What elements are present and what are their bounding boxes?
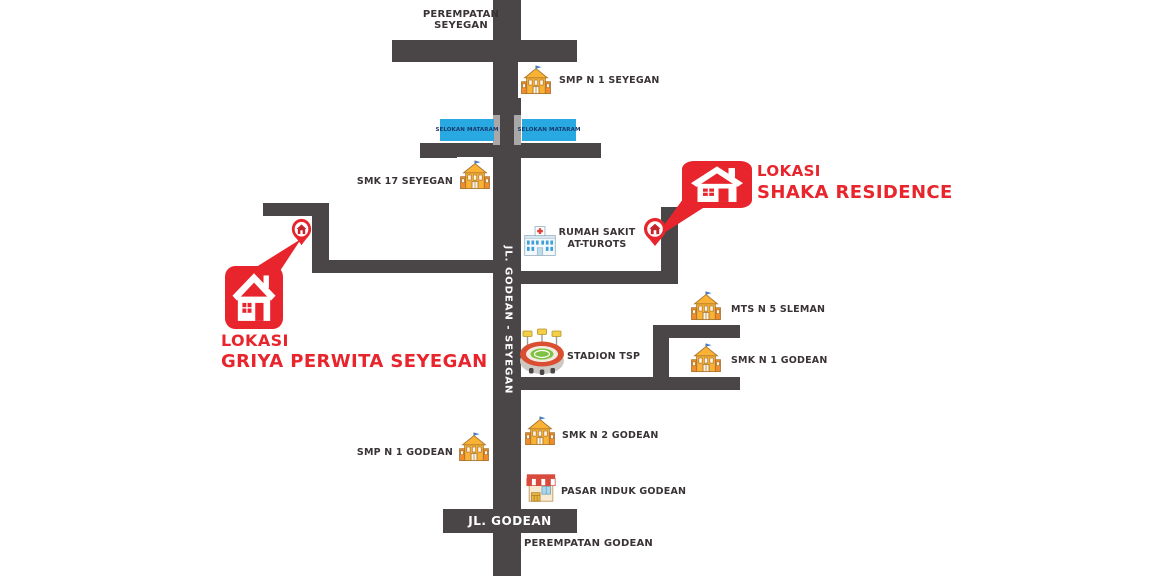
perempatan-seyegan-label: PEREMPATAN SEYEGAN	[422, 9, 500, 31]
landmark-smk-n-1-godean	[688, 340, 724, 376]
road-right-vertical-stub	[653, 325, 669, 390]
landmark-stadion-tsp-label: STADION TSP	[567, 351, 641, 362]
selokan-mataram-left-label: SELOKAN MATARAM	[435, 127, 499, 133]
landmark-smk-n-2-godean	[521, 412, 559, 450]
road-selokan-crossing	[420, 143, 601, 158]
jl-godean-label: JL. GODEAN	[468, 514, 552, 528]
stadium-icon	[518, 328, 566, 378]
school-icon	[458, 158, 492, 192]
landmark-smk-17-seyegan-label: SMK 17 SEYEGAN	[356, 176, 453, 187]
griya-house-pin-icon	[291, 218, 312, 246]
store-icon	[524, 470, 558, 506]
road-right-middle-stub	[653, 325, 740, 338]
bridge-mark-left	[493, 115, 500, 145]
landmark-smp-n-1-seyegan-label: SMP N 1 SEYEGAN	[559, 75, 660, 86]
landmark-pasar-induk-godean-label: PASAR INDUK GODEAN	[561, 486, 687, 497]
griya-lokasi-tag: LOKASI	[221, 331, 289, 350]
shaka-lokasi-tag: LOKASI	[757, 162, 821, 180]
hospital-icon	[522, 223, 558, 259]
school-icon	[457, 430, 491, 464]
landmark-mts-n-5-sleman-label: MTS N 5 SLEMAN	[731, 304, 826, 315]
selokan-mataram-left: SELOKAN MATARAM	[435, 119, 498, 141]
school-icon	[689, 289, 723, 323]
jl-godean-seyegan-label: JL. GODEAN - SEYEGAN	[502, 245, 514, 395]
bridge-mark-right	[514, 115, 521, 145]
road-griya-loop-bottom	[312, 260, 508, 273]
griya-house-bubble-icon	[225, 266, 283, 329]
school-icon	[689, 341, 723, 375]
road-right-bottom	[516, 377, 740, 390]
landmark-mts-n-5-sleman	[688, 288, 724, 324]
landmark-rumah-sakit-label: RUMAH SAKIT AT-TUROTS	[558, 227, 636, 250]
landmark-smp-n-1-godean	[456, 429, 492, 465]
road-griya-loop-vertical	[312, 203, 329, 273]
perempatan-godean-label: PEREMPATAN GODEAN	[524, 538, 654, 549]
selokan-mataram-right: SELOKAN MATARAM	[517, 119, 580, 141]
shaka-residence-name: SHAKA RESIDENCE	[757, 182, 953, 203]
landmark-smk-17-seyegan	[457, 157, 493, 193]
shaka-house-bubble-icon	[682, 161, 752, 208]
road-shaka-loop-bottom	[516, 271, 678, 284]
road-main-vertical	[493, 0, 521, 576]
griya-perwita-name: GRIYA PERWITA SEYEGAN	[221, 351, 488, 372]
shaka-house-pin-icon	[643, 217, 667, 247]
landmark-smp-n-1-seyegan	[518, 62, 554, 98]
school-icon	[519, 63, 553, 97]
landmark-smk-n-1-godean-label: SMK N 1 GODEAN	[731, 355, 828, 366]
landmark-rumah-sakit-at-turots	[521, 222, 559, 260]
landmark-smp-n-1-godean-label: SMP N 1 GODEAN	[356, 447, 453, 458]
selokan-mataram-right-label: SELOKAN MATARAM	[517, 127, 581, 133]
landmark-smk-n-2-godean-label: SMK N 2 GODEAN	[562, 430, 659, 441]
school-icon	[523, 414, 557, 448]
jl-godean-bar: JL. GODEAN	[443, 509, 577, 533]
road-top-intersection	[392, 40, 577, 62]
